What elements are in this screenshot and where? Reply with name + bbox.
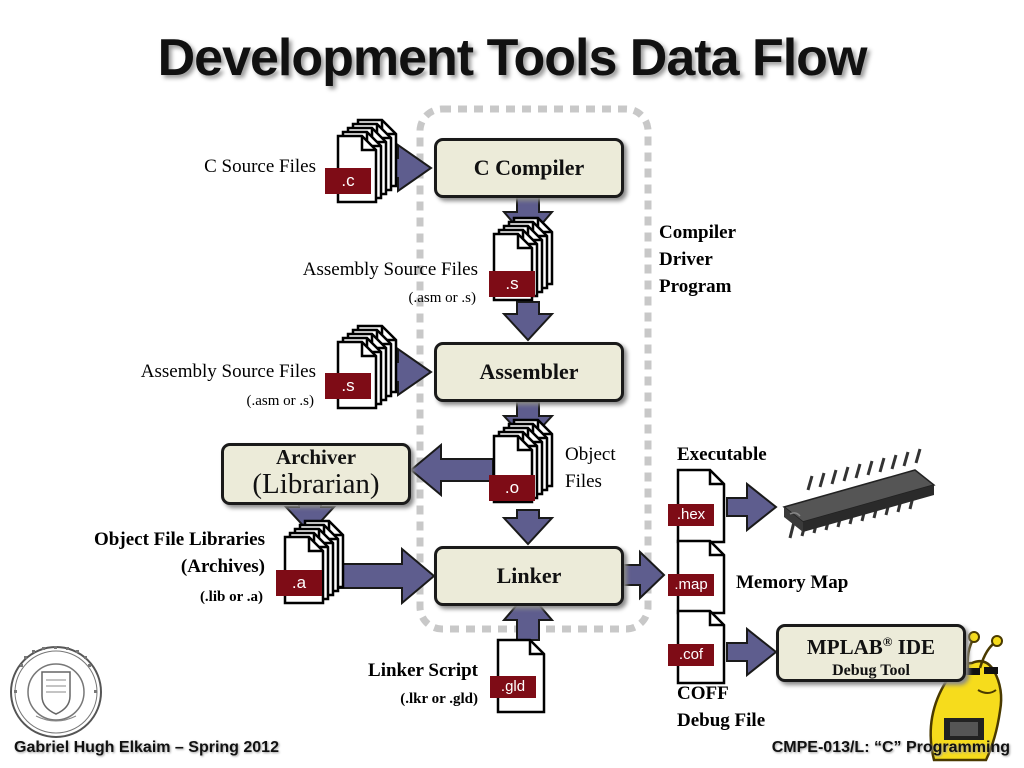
mplab-ide-box: MPLAB® IDE Debug Tool	[776, 624, 966, 682]
slide-title: Development Tools Data Flow	[157, 29, 868, 87]
mplab-label: MPLAB	[806, 635, 883, 659]
file-tag-o: .o	[489, 475, 535, 501]
arrow-s-to-assembler	[501, 301, 555, 342]
coff-label: COFF	[677, 683, 729, 704]
executable-label: Executable	[677, 444, 767, 465]
linker-script-label: Linker Script	[368, 660, 478, 681]
debug-file-label: Debug File	[677, 710, 766, 731]
arrow-gld-to-linker	[501, 590, 555, 641]
arrow-cof-to-mplab	[726, 626, 778, 678]
arrow-a-to-linker	[337, 546, 436, 606]
arrow-o-to-archiver	[409, 442, 494, 498]
assembly-source-files-label-2: Assembly Source Files	[140, 361, 316, 382]
linker-label: Linker	[496, 563, 562, 588]
asm-extension-label-2: (.asm or .s)	[246, 393, 315, 409]
file-tag-map: .map	[668, 574, 714, 596]
uc-seal-icon	[10, 646, 102, 738]
arrow-o-to-linker	[501, 509, 555, 546]
compiler-driver-label-3: Program	[659, 276, 732, 297]
file-tag-s-compiler: .s	[489, 271, 535, 297]
object-file-libraries-label: Object File Libraries	[94, 529, 265, 550]
compiler-driver-label-2: Driver	[659, 249, 713, 270]
linker-script-extension-label: (.lkr or .gld)	[400, 691, 478, 707]
file-tag-c: .c	[325, 168, 371, 194]
librarian-label: (Librarian)	[252, 468, 380, 500]
file-tag-gld: .gld	[490, 676, 536, 698]
arrow-hex-to-chip	[726, 481, 778, 533]
linker-box: Linker	[434, 546, 624, 606]
c-compiler-box: C Compiler	[434, 138, 624, 198]
registered-mark: ®	[882, 634, 893, 649]
banana-slug-mascot-icon	[929, 631, 1003, 762]
assembler-label: Assembler	[479, 359, 579, 384]
c-compiler-label: C Compiler	[473, 155, 585, 180]
footer-course: CMPE-013/L: “C” Programming	[771, 739, 1010, 756]
memory-map-label: Memory Map	[736, 572, 849, 593]
archiver-label: Archiver	[275, 445, 357, 469]
arrow-linker-to-outputs	[623, 549, 666, 601]
chip-icon	[782, 448, 936, 539]
lib-extension-label: (.lib or .a)	[199, 589, 263, 605]
file-tag-a: .a	[276, 570, 322, 596]
file-tag-cof: .cof	[668, 644, 714, 666]
object-files-label-1: Object	[565, 444, 616, 465]
file-tag-s-input: .s	[325, 373, 371, 399]
assembly-source-files-label-1: Assembly Source Files	[302, 259, 478, 280]
object-files-label-2: Files	[565, 471, 602, 492]
file-tag-hex: .hex	[668, 504, 714, 526]
c-source-files-label: C Source Files	[204, 156, 316, 177]
footer-author: Gabriel Hugh Elkaim – Spring 2012	[14, 739, 279, 756]
archiver-box: Archiver (Librarian)	[221, 443, 411, 505]
assembler-box: Assembler	[434, 342, 624, 402]
debug-tool-label: Debug Tool	[832, 662, 910, 679]
asm-extension-label-1: (.asm or .s)	[408, 290, 477, 306]
compiler-driver-label-1: Compiler	[659, 222, 737, 243]
ide-label: IDE	[892, 635, 936, 659]
archives-label: (Archives)	[180, 556, 265, 577]
